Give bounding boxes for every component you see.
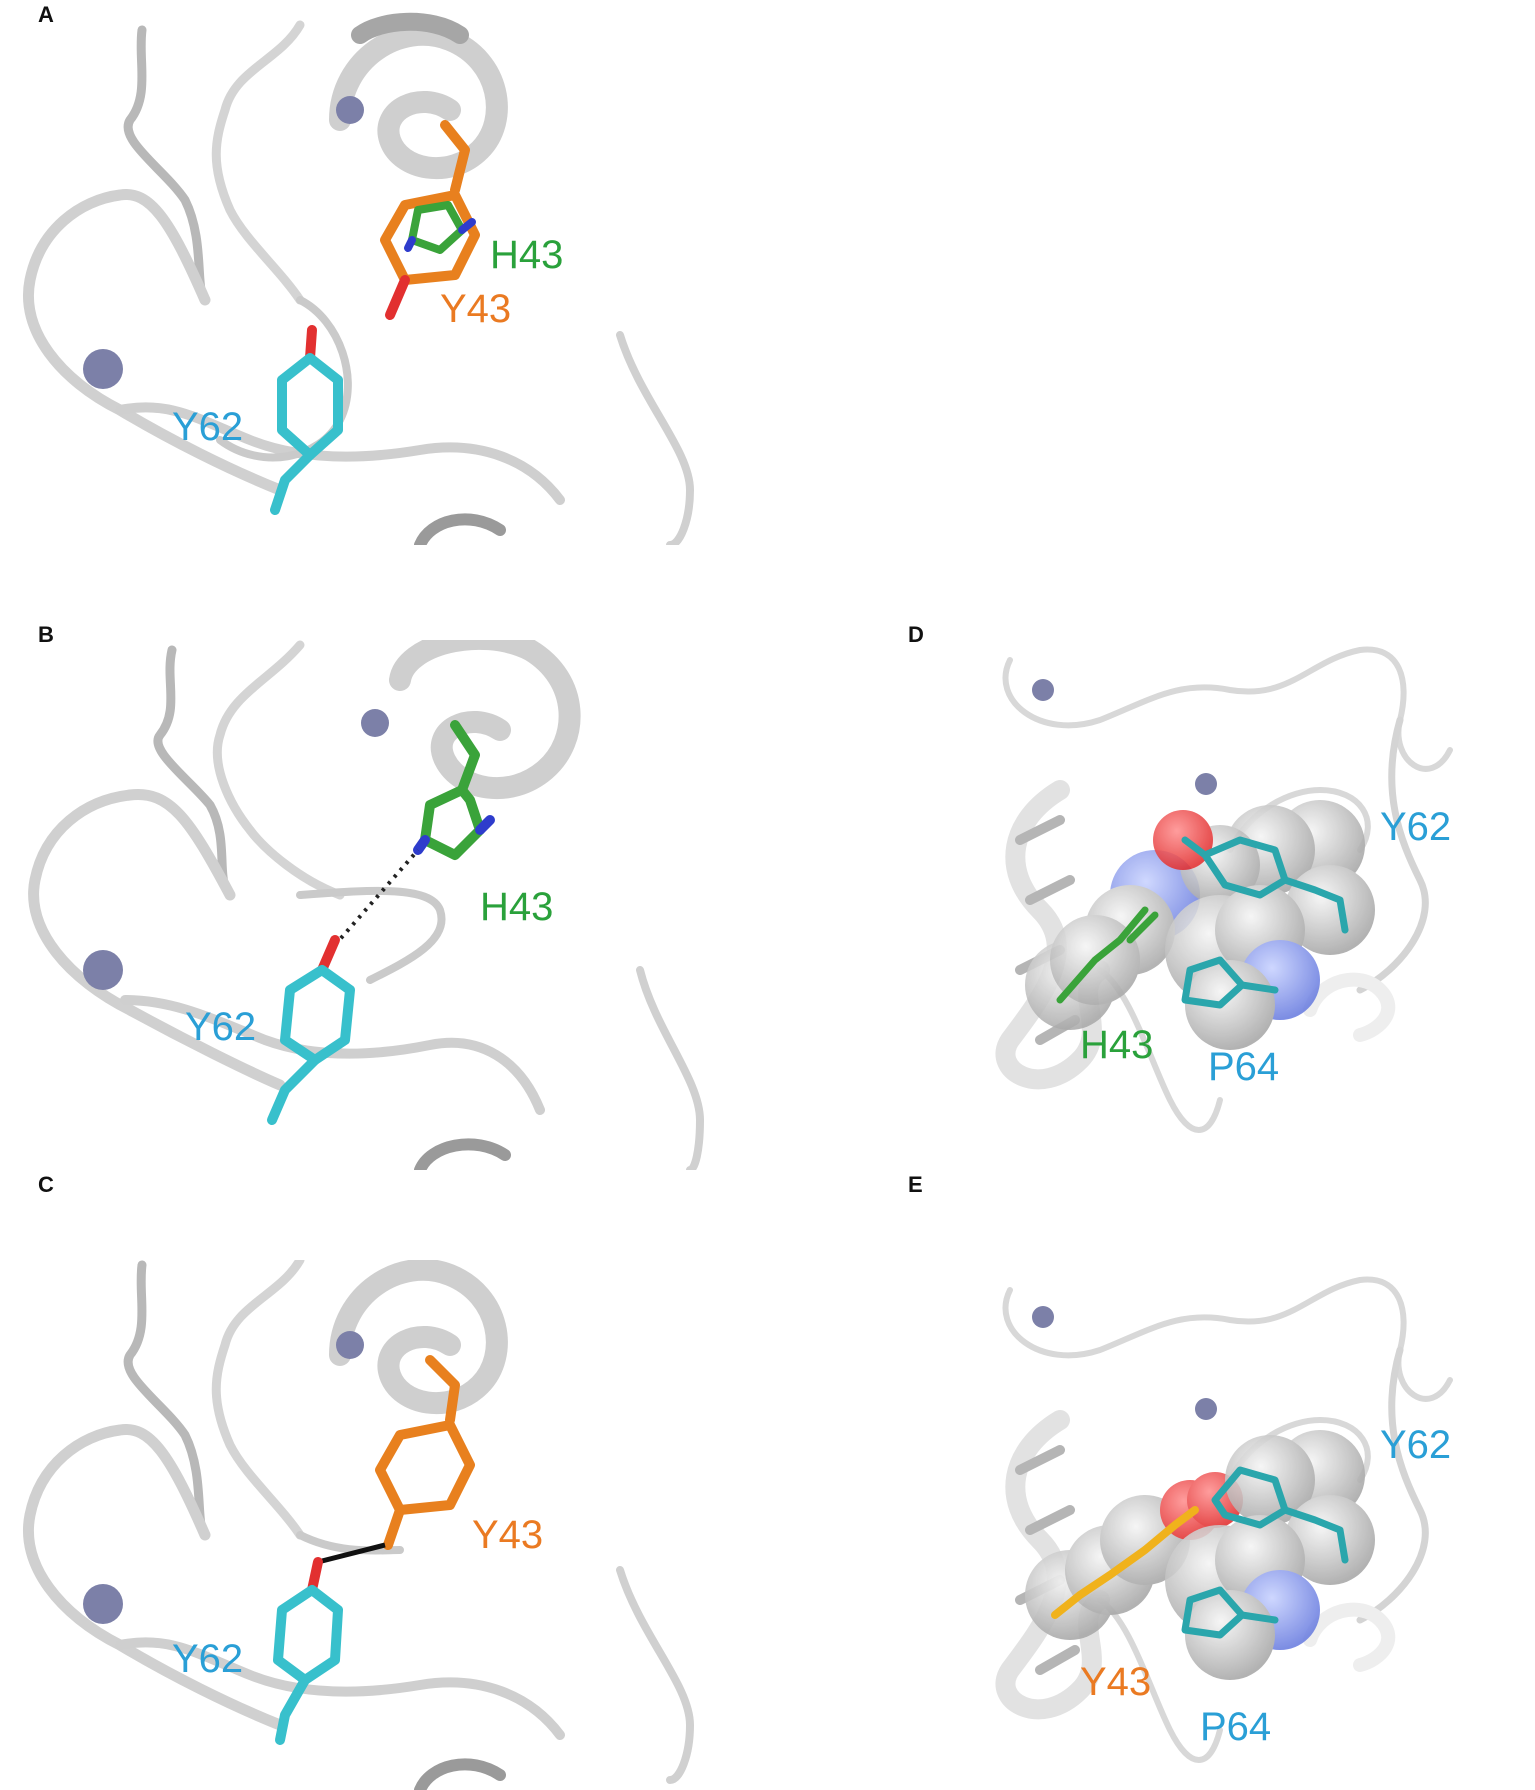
metal-ion	[83, 950, 123, 990]
panel-a: H43 Y43 Y62	[23, 12, 694, 545]
panel-b: H43 Y62	[28, 640, 704, 1170]
label-y62: Y62	[1380, 1423, 1451, 1467]
residue-y62-p64-sticks	[1181, 1466, 1349, 1639]
metal-ion	[336, 1331, 364, 1359]
residue-y43-sticks	[1051, 1506, 1199, 1619]
label-y62: Y62	[172, 405, 243, 449]
protein-ribbon	[23, 1260, 694, 1790]
panel-letter-b: B	[38, 622, 54, 647]
metal-ion	[1195, 1398, 1217, 1420]
label-y43: Y43	[1080, 1660, 1151, 1704]
panel-e: Y62 Y43 P64	[995, 1276, 1453, 1763]
residue-y62-sticks	[273, 1557, 343, 1745]
label-y62: Y62	[172, 1637, 243, 1681]
label-y43: Y43	[472, 1513, 543, 1557]
metal-ion	[1032, 1306, 1054, 1328]
panel-d: Y62 H43 P64	[995, 646, 1453, 1133]
label-y43: Y43	[440, 287, 511, 331]
label-h43: H43	[480, 885, 553, 929]
metal-ion	[361, 709, 389, 737]
label-y62: Y62	[1380, 805, 1451, 849]
residue-h43-sticks	[413, 720, 495, 860]
metal-ion	[1032, 679, 1054, 701]
protein-ribbon	[995, 1276, 1453, 1763]
metal-ion	[83, 349, 123, 389]
protein-ribbon	[23, 12, 694, 545]
label-y62: Y62	[185, 1005, 256, 1049]
panel-c: Y43 Y62	[23, 1260, 694, 1790]
residue-y43-sticks	[380, 120, 480, 320]
residue-y62-p64-sticks	[1181, 836, 1349, 1009]
panel-letter-d: D	[908, 622, 924, 647]
residue-y43-sticks	[375, 1355, 475, 1550]
protein-ribbon	[28, 640, 704, 1170]
hydrogen-bond-line	[333, 848, 420, 947]
residue-h43-sticks	[1056, 906, 1159, 1004]
label-h43: H43	[1080, 1023, 1153, 1067]
label-h43: H43	[490, 233, 563, 277]
metal-ion	[336, 96, 364, 124]
panel-letter-e: E	[908, 1172, 923, 1197]
metal-ion	[1195, 773, 1217, 795]
residue-y62-sticks	[270, 325, 343, 515]
residue-h43-sticks	[404, 201, 476, 254]
metal-ion	[83, 1584, 123, 1624]
residue-y62-sticks	[267, 935, 355, 1125]
panel-letter-a: A	[38, 2, 54, 27]
label-p64: P64	[1208, 1045, 1279, 1089]
panel-letter-c: C	[38, 1172, 54, 1197]
covalent-crosslink-line	[317, 1542, 386, 1565]
label-p64: P64	[1200, 1705, 1271, 1749]
